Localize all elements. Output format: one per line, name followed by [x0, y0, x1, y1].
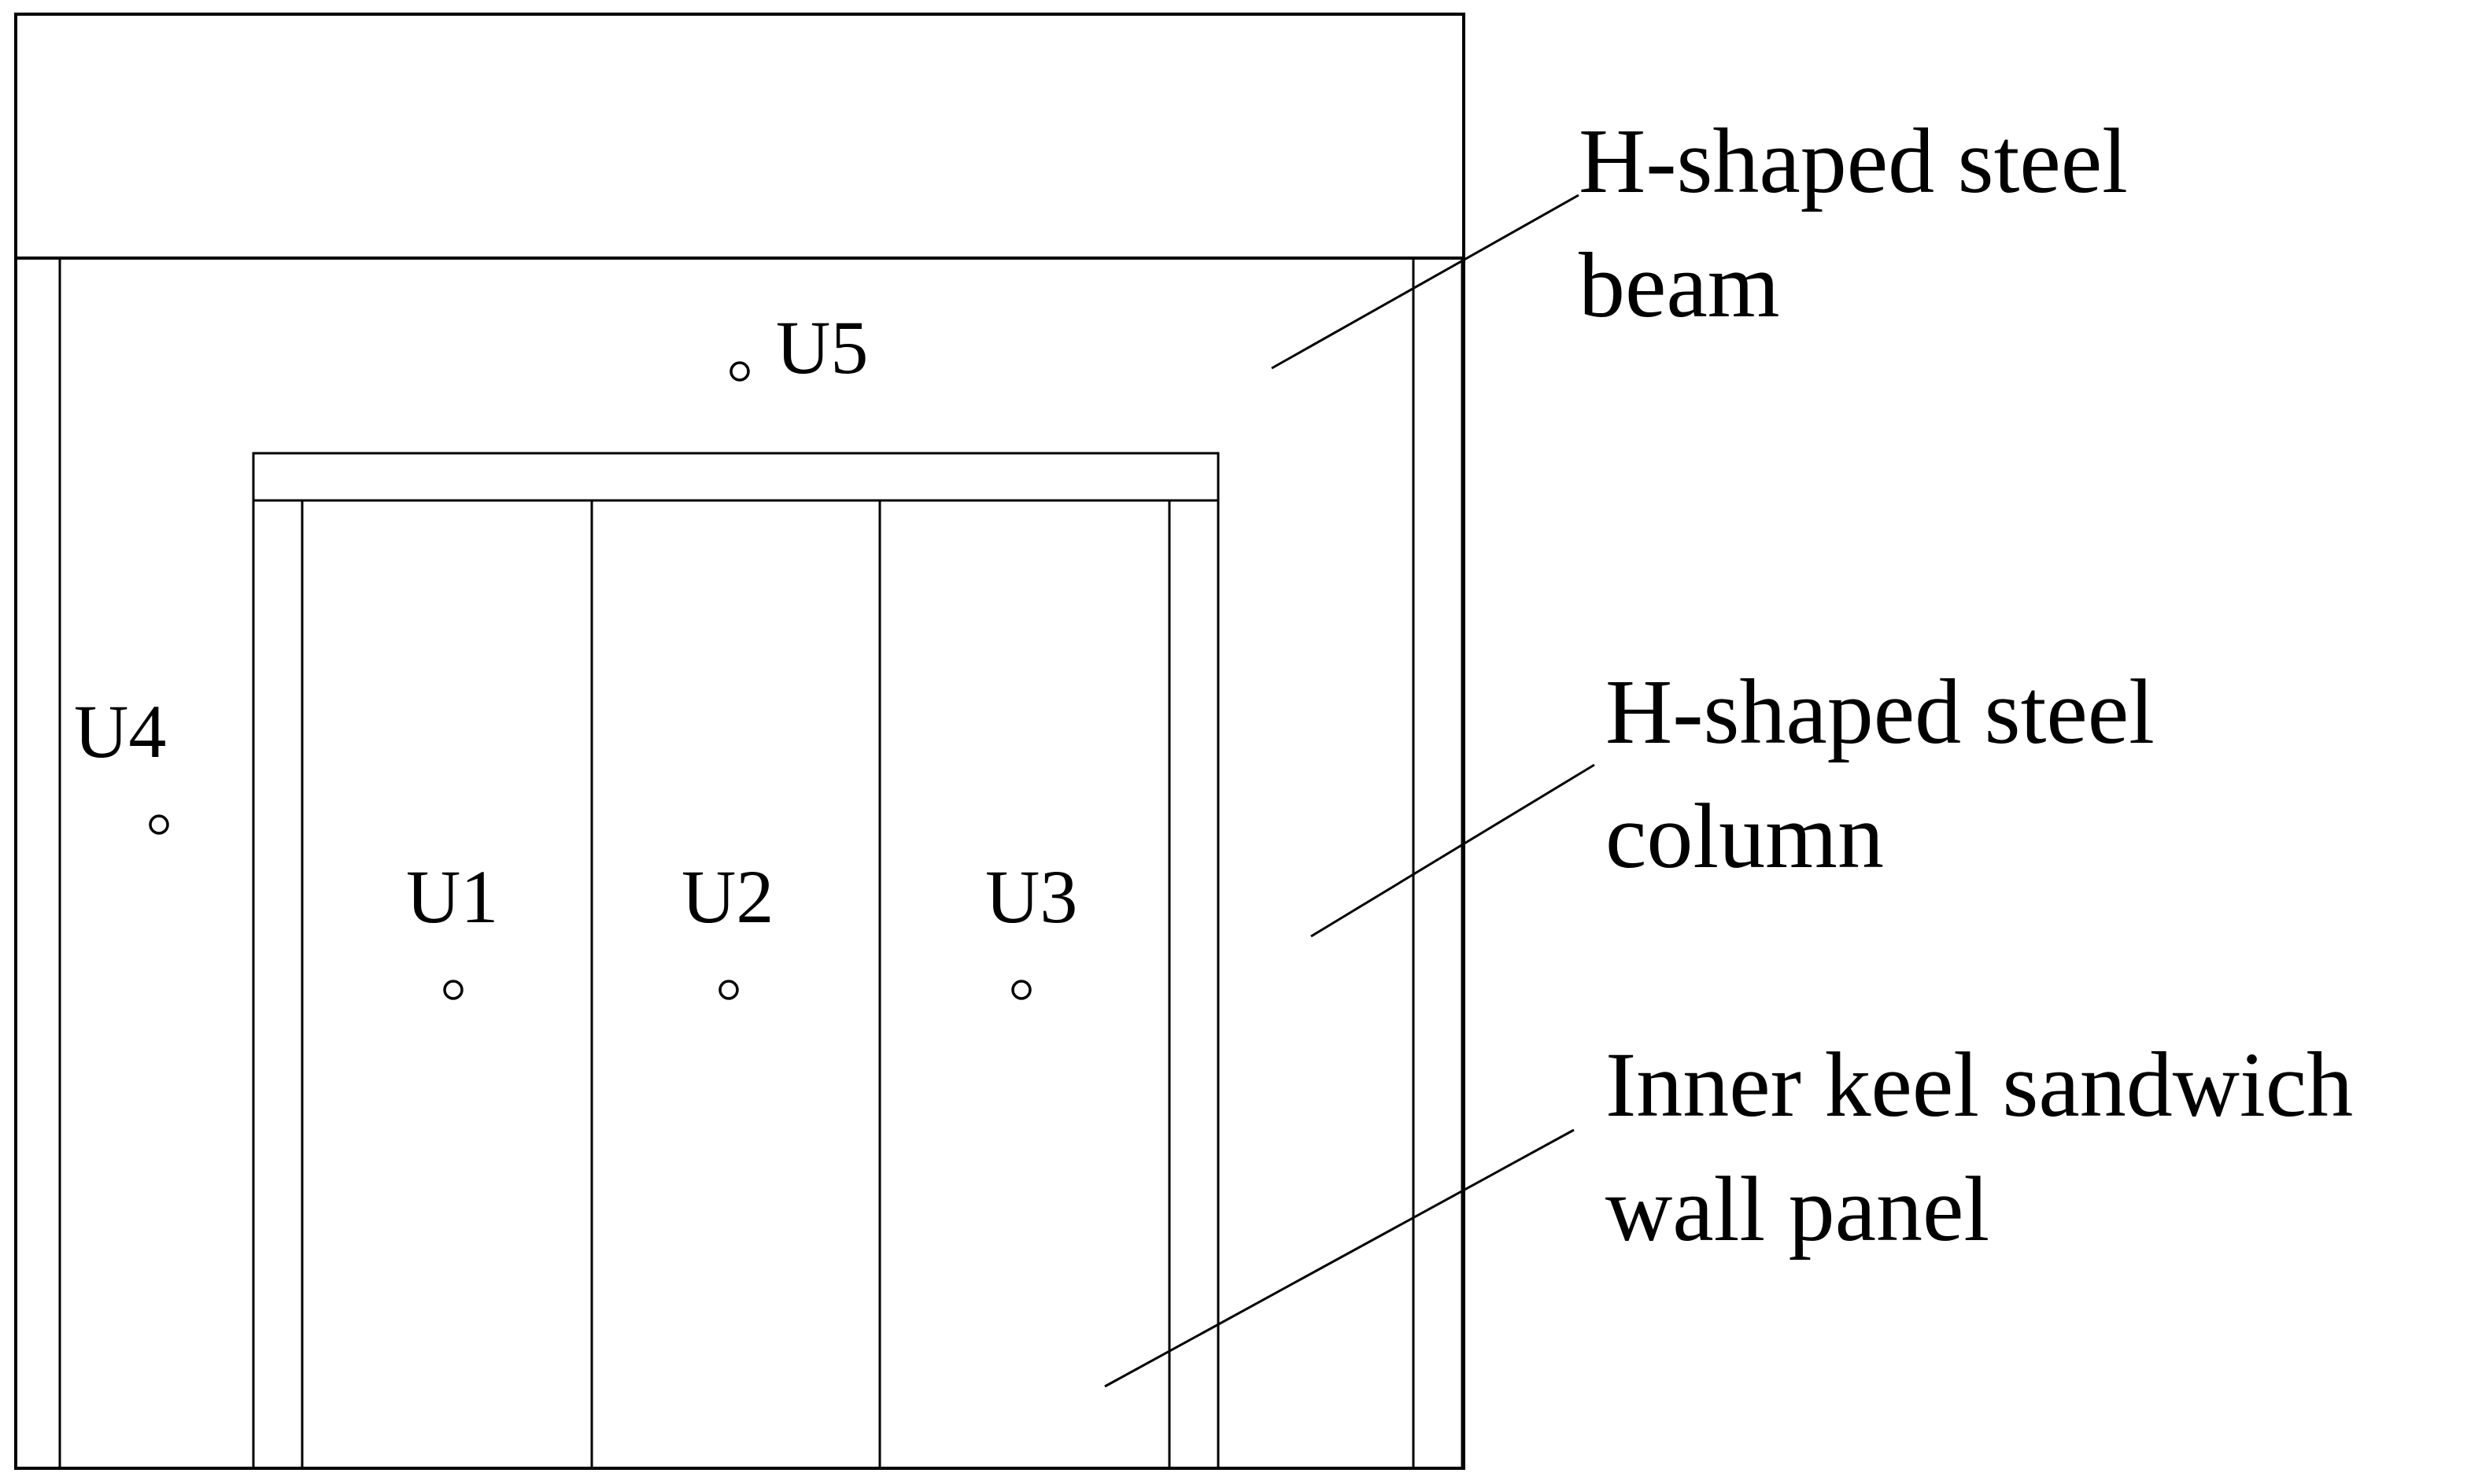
steel-column-left: [14, 257, 61, 1470]
u5-label: U5: [776, 305, 868, 389]
u2-label: U2: [681, 855, 774, 939]
u1-label: U1: [406, 855, 498, 939]
beam-callout-line1: H-shaped steel: [1579, 109, 2128, 212]
panel-callout-line1: Inner keel sandwich: [1605, 1033, 2353, 1136]
measurement-point-u2: U2: [681, 855, 774, 1000]
u3-label: U3: [985, 855, 1077, 939]
column-callout: H-shaped steel column: [1605, 660, 2155, 888]
beam-callout-line2: beam: [1579, 234, 1780, 337]
inner-keel-frame: [252, 452, 1220, 1470]
beam-callout: H-shaped steel beam: [1579, 109, 2128, 337]
measurement-point-u4: U4: [74, 689, 169, 835]
wall-panel-boards: [301, 499, 1171, 1470]
panel-callout-line2: wall panel: [1605, 1157, 1989, 1261]
measurement-point-u3: U3: [985, 855, 1077, 1000]
outer-frame: [14, 13, 1465, 1470]
column-leader-line: [1310, 763, 1595, 938]
steel-column-right: [1412, 257, 1464, 1470]
panel-leader-line: [1104, 1128, 1575, 1388]
steel-beam: [14, 13, 1465, 260]
u4-label: U4: [74, 689, 166, 773]
column-callout-line2: column: [1605, 784, 1884, 888]
measurement-point-u5: U5: [729, 305, 868, 389]
measurement-point-u1: U1: [406, 855, 498, 1000]
beam-leader-line: [1271, 194, 1579, 370]
column-callout-line1: H-shaped steel: [1605, 660, 2155, 763]
panel-callout: Inner keel sandwich wall panel: [1605, 1033, 2353, 1261]
